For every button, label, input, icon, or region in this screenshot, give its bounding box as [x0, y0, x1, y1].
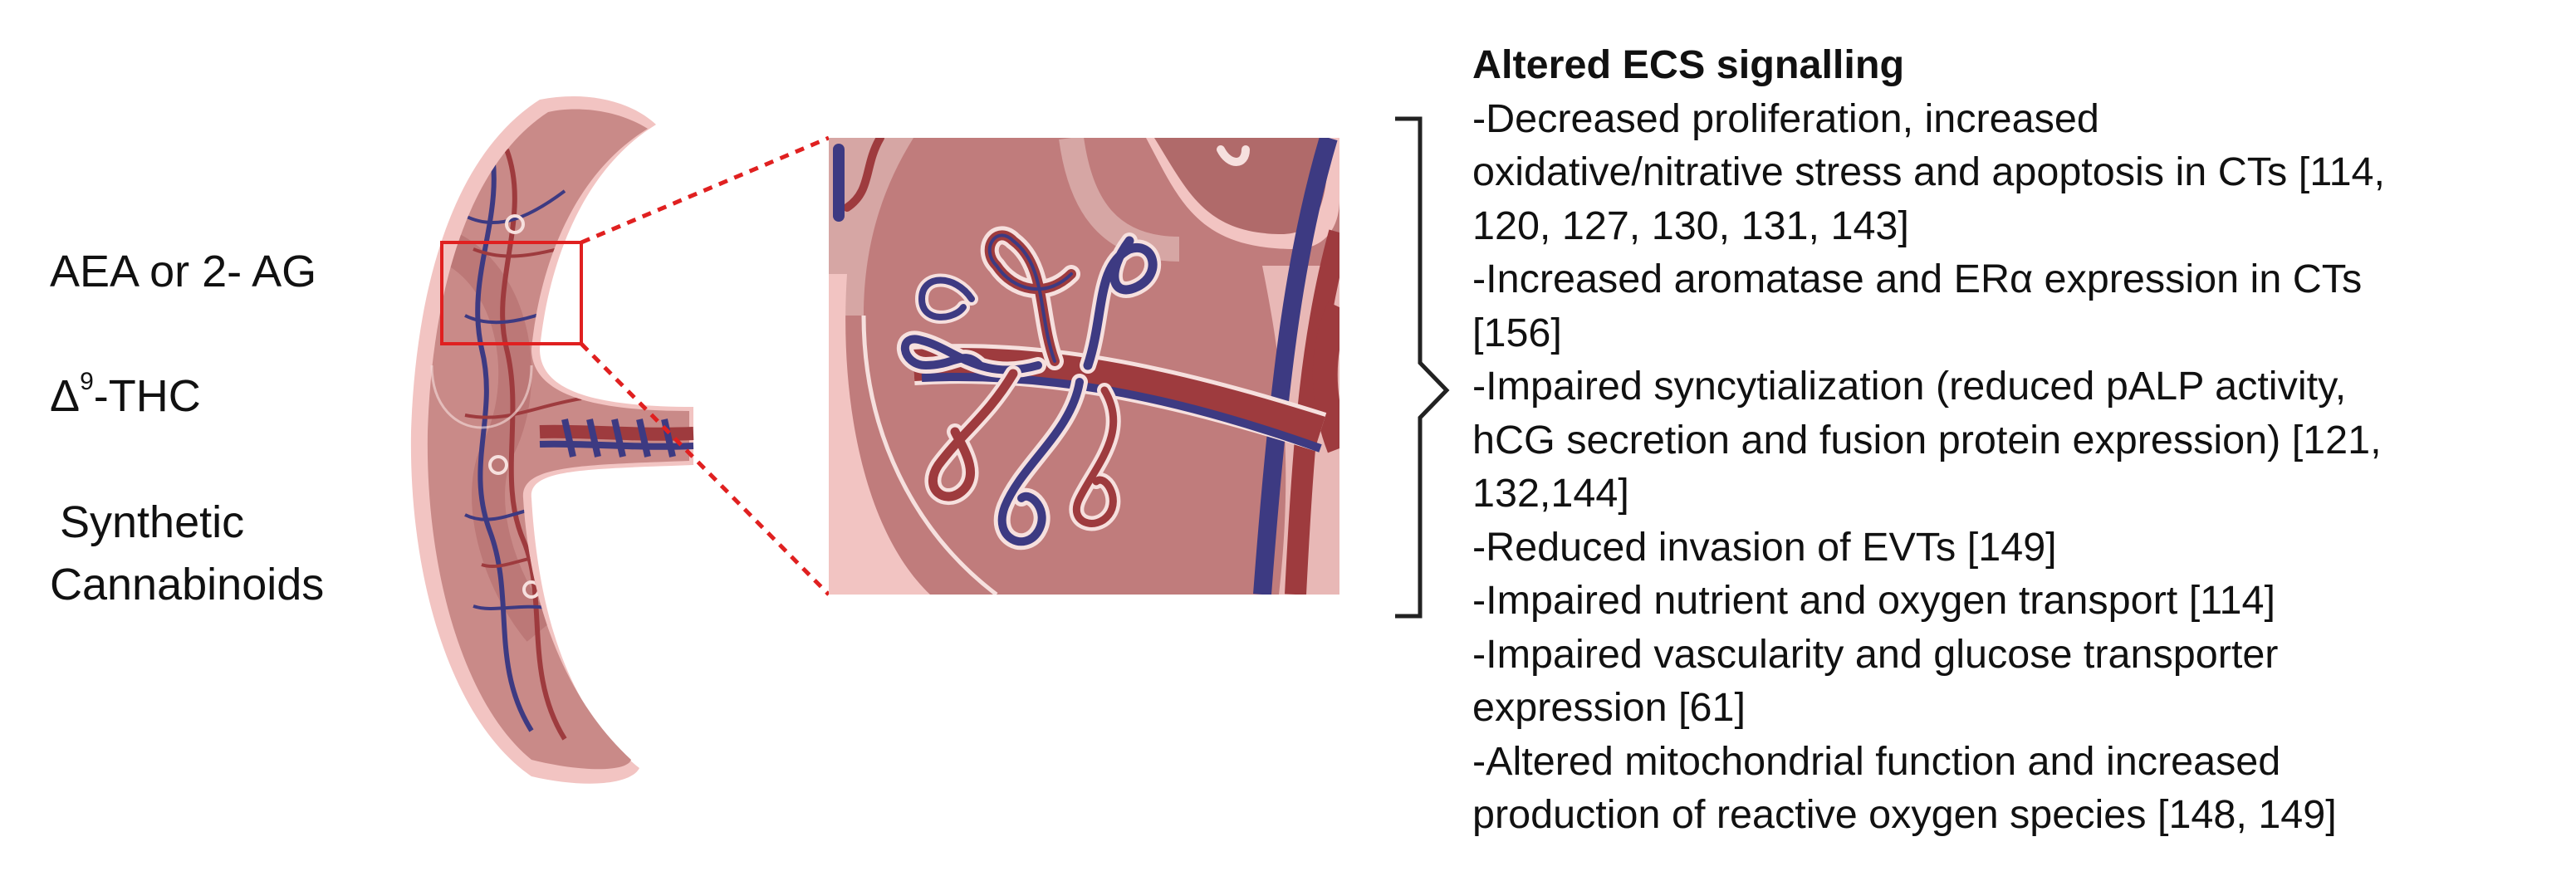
label-synthetic: Synthetic — [60, 497, 245, 547]
outcome-line: -Increased aromatase and ERα expression … — [1472, 257, 2363, 301]
outcome-line: -Decreased proliferation, increased — [1472, 95, 2099, 141]
umbilical-cord — [539, 418, 694, 458]
zoom-lines — [580, 135, 830, 596]
placenta-crescent — [410, 95, 693, 784]
outcome-line: oxidative/nitrative stress and apoptosis… — [1472, 149, 2385, 194]
thc-suffix: -THC — [93, 371, 201, 421]
highlight-box — [440, 241, 583, 345]
outcome-line: 120, 127, 130, 131, 143] — [1472, 203, 1909, 248]
curly-bracket — [1395, 116, 1450, 619]
outcomes-list: Altered ECS signalling -Decreased prolif… — [1472, 38, 2569, 842]
outcome-line: production of reactive oxygen species [1… — [1472, 792, 2337, 837]
label-aea-2ag: AEA or 2- AG — [50, 247, 317, 296]
thc-delta-symbol: Δ — [50, 371, 81, 421]
label-cannabinoids: Cannabinoids — [50, 560, 325, 609]
outcome-line: 132,144] — [1472, 471, 1629, 516]
label-delta9-thc: Δ9-THC — [50, 369, 201, 424]
zoom-inset — [829, 138, 1339, 595]
outcome-line: -Reduced invasion of EVTs [149] — [1472, 524, 2057, 570]
outcome-line: hCG secretion and fusion protein express… — [1472, 417, 2382, 462]
outcome-line: -Altered mitochondrial function and incr… — [1472, 738, 2281, 784]
outcome-line: -Impaired syncytialization (reduced pALP… — [1472, 364, 2347, 409]
thc-superscript: 9 — [80, 368, 94, 395]
outcome-line: [156] — [1472, 310, 1562, 355]
outcome-line: -Impaired nutrient and oxygen transport … — [1472, 578, 2275, 623]
outcome-line: -Impaired vascularity and glucose transp… — [1472, 631, 2279, 677]
outcome-line: expression [61] — [1472, 685, 1746, 730]
outcomes-heading: Altered ECS signalling — [1472, 42, 1905, 87]
